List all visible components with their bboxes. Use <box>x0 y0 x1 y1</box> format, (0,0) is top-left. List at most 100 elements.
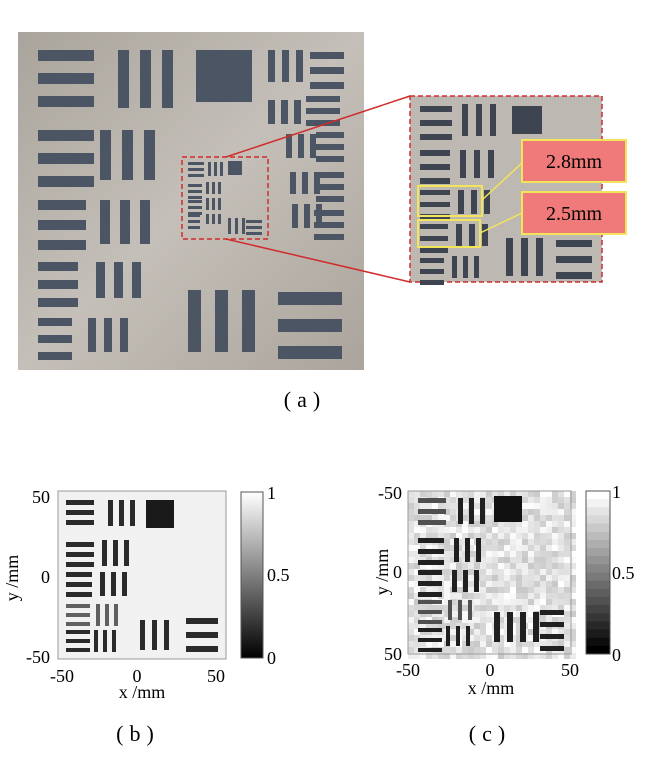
noise-cell <box>432 503 438 509</box>
noise-cell <box>486 623 492 629</box>
noise-cell <box>528 611 534 617</box>
b-xlabel: x /mm <box>119 682 166 702</box>
noise-cell <box>522 581 528 587</box>
c-ytick-mid: 0 <box>393 562 402 582</box>
noise-cell <box>522 533 528 539</box>
target-bar <box>188 206 202 209</box>
noise-cell <box>540 491 546 497</box>
recon-bar <box>494 612 500 642</box>
noise-cell <box>486 647 492 653</box>
noise-cell <box>534 569 540 575</box>
noise-cell <box>426 605 432 611</box>
noise-cell <box>534 503 540 509</box>
noise-cell <box>414 617 420 623</box>
target-bar <box>100 130 111 180</box>
noise-cell <box>456 647 462 653</box>
noise-cell <box>558 539 564 545</box>
noise-cell <box>570 563 576 569</box>
recon-bar <box>418 628 442 632</box>
noise-cell <box>408 611 414 617</box>
noise-cell <box>468 629 474 635</box>
noise-cell <box>522 491 528 497</box>
inset-bar <box>420 190 450 195</box>
noise-cell <box>450 509 456 515</box>
recon-bar <box>418 509 446 514</box>
noise-cell <box>510 605 516 611</box>
noise-cell <box>534 527 540 533</box>
noise-cell <box>522 599 528 605</box>
noise-cell <box>426 653 432 659</box>
noise-cell <box>486 605 492 611</box>
target-bar <box>188 290 201 352</box>
noise-cell <box>450 515 456 521</box>
noise-cell <box>552 569 558 575</box>
inset-bar <box>462 104 468 136</box>
noise-cell <box>522 551 528 557</box>
noise-cell <box>558 563 564 569</box>
noise-cell <box>522 521 528 527</box>
noise-cell <box>564 569 570 575</box>
noise-cell <box>438 563 444 569</box>
noise-cell <box>486 599 492 605</box>
noise-cell <box>534 575 540 581</box>
noise-cell <box>510 641 516 647</box>
noise-cell <box>564 515 570 521</box>
noise-cell <box>468 533 474 539</box>
colorbar-step <box>586 523 610 533</box>
noise-cell <box>498 575 504 581</box>
noise-cell <box>426 563 432 569</box>
noise-cell <box>474 491 480 497</box>
noise-cell <box>450 491 456 497</box>
c-xtick-left: -50 <box>396 660 420 680</box>
noise-cell <box>480 593 486 599</box>
noise-cell <box>552 557 558 563</box>
highlight-box-2-8mm <box>417 185 483 217</box>
noise-cell <box>528 653 534 659</box>
recon-bar <box>540 634 564 639</box>
noise-cell <box>420 545 426 551</box>
noise-cell <box>540 653 546 659</box>
noise-cell <box>438 533 444 539</box>
colorbar-c <box>586 491 610 655</box>
noise-cell <box>438 515 444 521</box>
noise-cell <box>420 533 426 539</box>
noise-cell <box>444 551 450 557</box>
noise-cell <box>456 653 462 659</box>
noise-cell <box>522 503 528 509</box>
target-bar <box>188 212 202 215</box>
noise-cell <box>486 629 492 635</box>
recon-bar <box>448 600 452 620</box>
noise-cell <box>492 533 498 539</box>
noise-cell <box>570 653 576 659</box>
noise-cell <box>456 581 462 587</box>
c-ylabel: y /mm <box>372 549 392 596</box>
noise-cell <box>456 563 462 569</box>
recon-bar <box>66 500 94 505</box>
panel-a: 2.8mm 2.5mm (a) <box>18 32 627 412</box>
noise-cell <box>486 617 492 623</box>
noise-cell <box>552 629 558 635</box>
noise-cell <box>528 647 534 653</box>
noise-cell <box>558 551 564 557</box>
noise-cell <box>444 581 450 587</box>
noise-cell <box>456 491 462 497</box>
noise-cell <box>480 635 486 641</box>
target-bar <box>314 172 320 194</box>
noise-cell <box>414 527 420 533</box>
noise-cell <box>450 599 456 605</box>
image-b-bars <box>66 500 218 652</box>
inset-bar <box>420 236 448 241</box>
noise-cell <box>474 503 480 509</box>
noise-cell <box>552 527 558 533</box>
noise-cell <box>474 497 480 503</box>
noise-cell <box>558 515 564 521</box>
noise-cell <box>492 641 498 647</box>
noise-cell <box>540 587 546 593</box>
noise-cell <box>408 605 414 611</box>
inset-bar <box>490 104 496 136</box>
noise-cell <box>432 545 438 551</box>
noise-cell <box>468 587 474 593</box>
noise-cell <box>498 617 504 623</box>
recon-bar <box>113 540 118 566</box>
noise-cell <box>552 599 558 605</box>
